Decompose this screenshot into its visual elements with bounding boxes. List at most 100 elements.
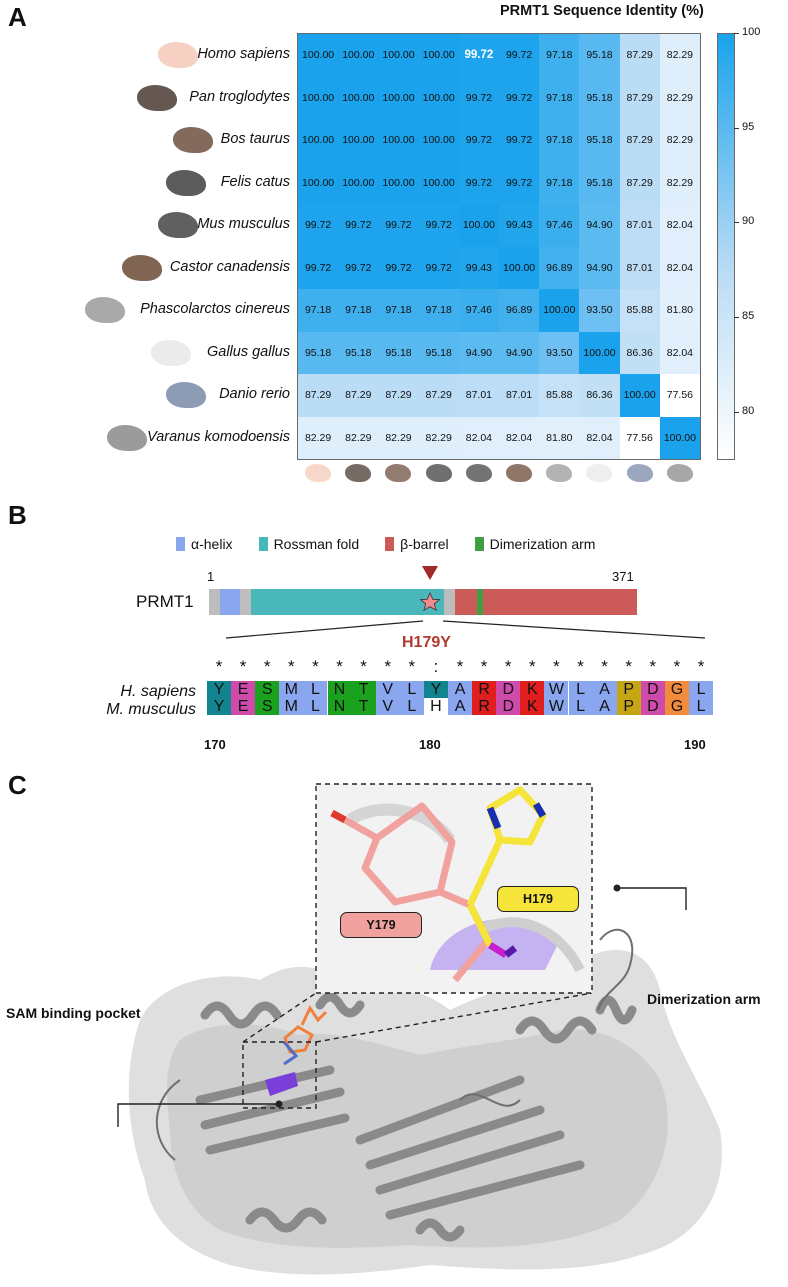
heatmap-cell: 82.29 (659, 161, 700, 204)
heatmap-cell: 95.18 (579, 76, 620, 119)
dimer-callout-dot (613, 884, 621, 892)
heatmap-cell: 99.72 (338, 246, 379, 289)
conservation-mark: * (239, 657, 247, 676)
residue-mouse: A (592, 698, 617, 715)
heatmap-cell: 100.00 (619, 374, 660, 417)
legend-label: Rossman fold (273, 536, 360, 552)
h179-tag: H179 (497, 886, 579, 912)
position-190: 190 (684, 737, 706, 752)
heatmap-cell: 100.00 (539, 289, 580, 332)
species-label: Homo sapiens (197, 46, 290, 62)
protein-name: PRMT1 (136, 592, 194, 611)
histidine-179 (466, 786, 547, 947)
residue-human: L (568, 681, 593, 698)
human-icon (305, 464, 331, 482)
connector-right (315, 992, 593, 1043)
residue-mouse: L (568, 698, 593, 715)
heatmap-cell: 100.00 (659, 416, 700, 459)
heatmap-cell: 97.18 (338, 289, 379, 332)
domain-segment-alpha-helix (220, 589, 240, 615)
conservation-mark: * (215, 657, 223, 676)
heatmap-cell: 87.29 (378, 374, 419, 417)
species-label: Mus musculus (197, 216, 290, 232)
heatmap-cell: 82.29 (659, 34, 700, 77)
conservation-mark: * (649, 657, 657, 676)
colorbar-tick-mark (734, 33, 739, 34)
heatmap-cell: 95.18 (579, 161, 620, 204)
residue-mouse: D (640, 698, 665, 715)
komodo-dragon-icon (107, 424, 148, 451)
heatmap-cell: 85.88 (539, 374, 580, 417)
heatmap-cell: 99.72 (458, 34, 499, 77)
conservation-mark: * (625, 657, 632, 676)
heatmap-cell: 87.29 (619, 34, 660, 77)
conservation-mark: * (456, 657, 464, 676)
heatmap-cell: 100.00 (298, 119, 339, 162)
heatmap-cell: 99.72 (499, 119, 540, 162)
heatmap-cell: 100.00 (338, 34, 379, 77)
domain-map (209, 566, 706, 639)
residue-mouse: T (351, 698, 376, 715)
heatmap-cell: 82.04 (579, 416, 620, 459)
heatmap-cell: 85.88 (619, 289, 660, 332)
colorbar-tick-mark (734, 222, 739, 224)
heatmap-cell: 87.29 (298, 374, 339, 417)
legend-label: Dimerization arm (489, 536, 596, 552)
heatmap-cell: 99.72 (499, 161, 540, 204)
heatmap-cell: 95.18 (298, 331, 339, 374)
residue-human: L (303, 681, 328, 698)
heatmap-cell: 99.72 (378, 204, 419, 247)
heatmap-cell: 82.29 (298, 416, 339, 459)
residue-human: Y (207, 681, 232, 698)
colorbar (717, 33, 735, 460)
heatmap-cell: 93.50 (539, 331, 580, 374)
residue-mouse: K (520, 698, 545, 715)
heatmap-cell: 100.00 (378, 76, 419, 119)
heatmap-cell: 82.29 (659, 119, 700, 162)
conservation-mark: * (697, 657, 705, 676)
residue-human: M (279, 681, 304, 698)
species-label: Danio rerio (219, 386, 290, 402)
conservation-mark: * (673, 657, 681, 676)
heatmap-cell: 97.46 (539, 204, 580, 247)
conservation-mark: * (601, 657, 608, 676)
heatmap-cell: 97.18 (418, 289, 459, 332)
legend-alpha-helix: α-helix (176, 536, 233, 552)
heatmap-cell: 100.00 (298, 161, 339, 204)
heatmap-cell: 82.04 (659, 331, 700, 374)
heatmap-cell: 87.01 (619, 246, 660, 289)
sam-binding-label: SAM binding pocket (6, 1005, 141, 1021)
cow-icon (173, 127, 213, 153)
heatmap-cell: 95.18 (579, 34, 620, 77)
heatmap-cell: 86.36 (579, 374, 620, 417)
chimpanzee-icon (345, 464, 372, 482)
conservation-mark: * (312, 657, 319, 676)
residue-mouse: L (399, 698, 424, 715)
residue-mouse: W (544, 698, 569, 715)
residue-human: P (616, 681, 641, 698)
colorbar-tick-mark (734, 317, 739, 319)
residue-mouse: D (496, 698, 521, 715)
residue-mouse: V (375, 698, 400, 715)
residue-human: N (327, 681, 352, 698)
dimerization-arm-label: Dimerization arm (647, 991, 761, 1007)
human-icon (158, 42, 199, 68)
heatmap-cell: 97.18 (378, 289, 419, 332)
backbone-atom (488, 942, 508, 958)
conservation-mark: : (433, 657, 439, 676)
heatmap-cell: 82.04 (458, 416, 499, 459)
heatmap-cell: 82.04 (499, 416, 540, 459)
residue-mouse: H (423, 698, 448, 715)
conservation-mark: * (384, 657, 391, 676)
residue-human: S (255, 681, 280, 698)
heatmap-cell: 87.01 (619, 204, 660, 247)
legend-dimerization-arm: Dimerization arm (474, 536, 596, 552)
mutation-site (265, 1072, 298, 1096)
residue-human: W (544, 681, 569, 698)
heatmap-cell: 97.18 (539, 34, 580, 77)
species-label: Castor canadensis (169, 258, 290, 275)
heatmap-cell: 95.18 (378, 331, 419, 374)
heatmap-cell: 94.90 (579, 246, 620, 289)
heatmap-cell: 93.50 (579, 289, 620, 332)
species-label: Felis catus (220, 173, 290, 190)
